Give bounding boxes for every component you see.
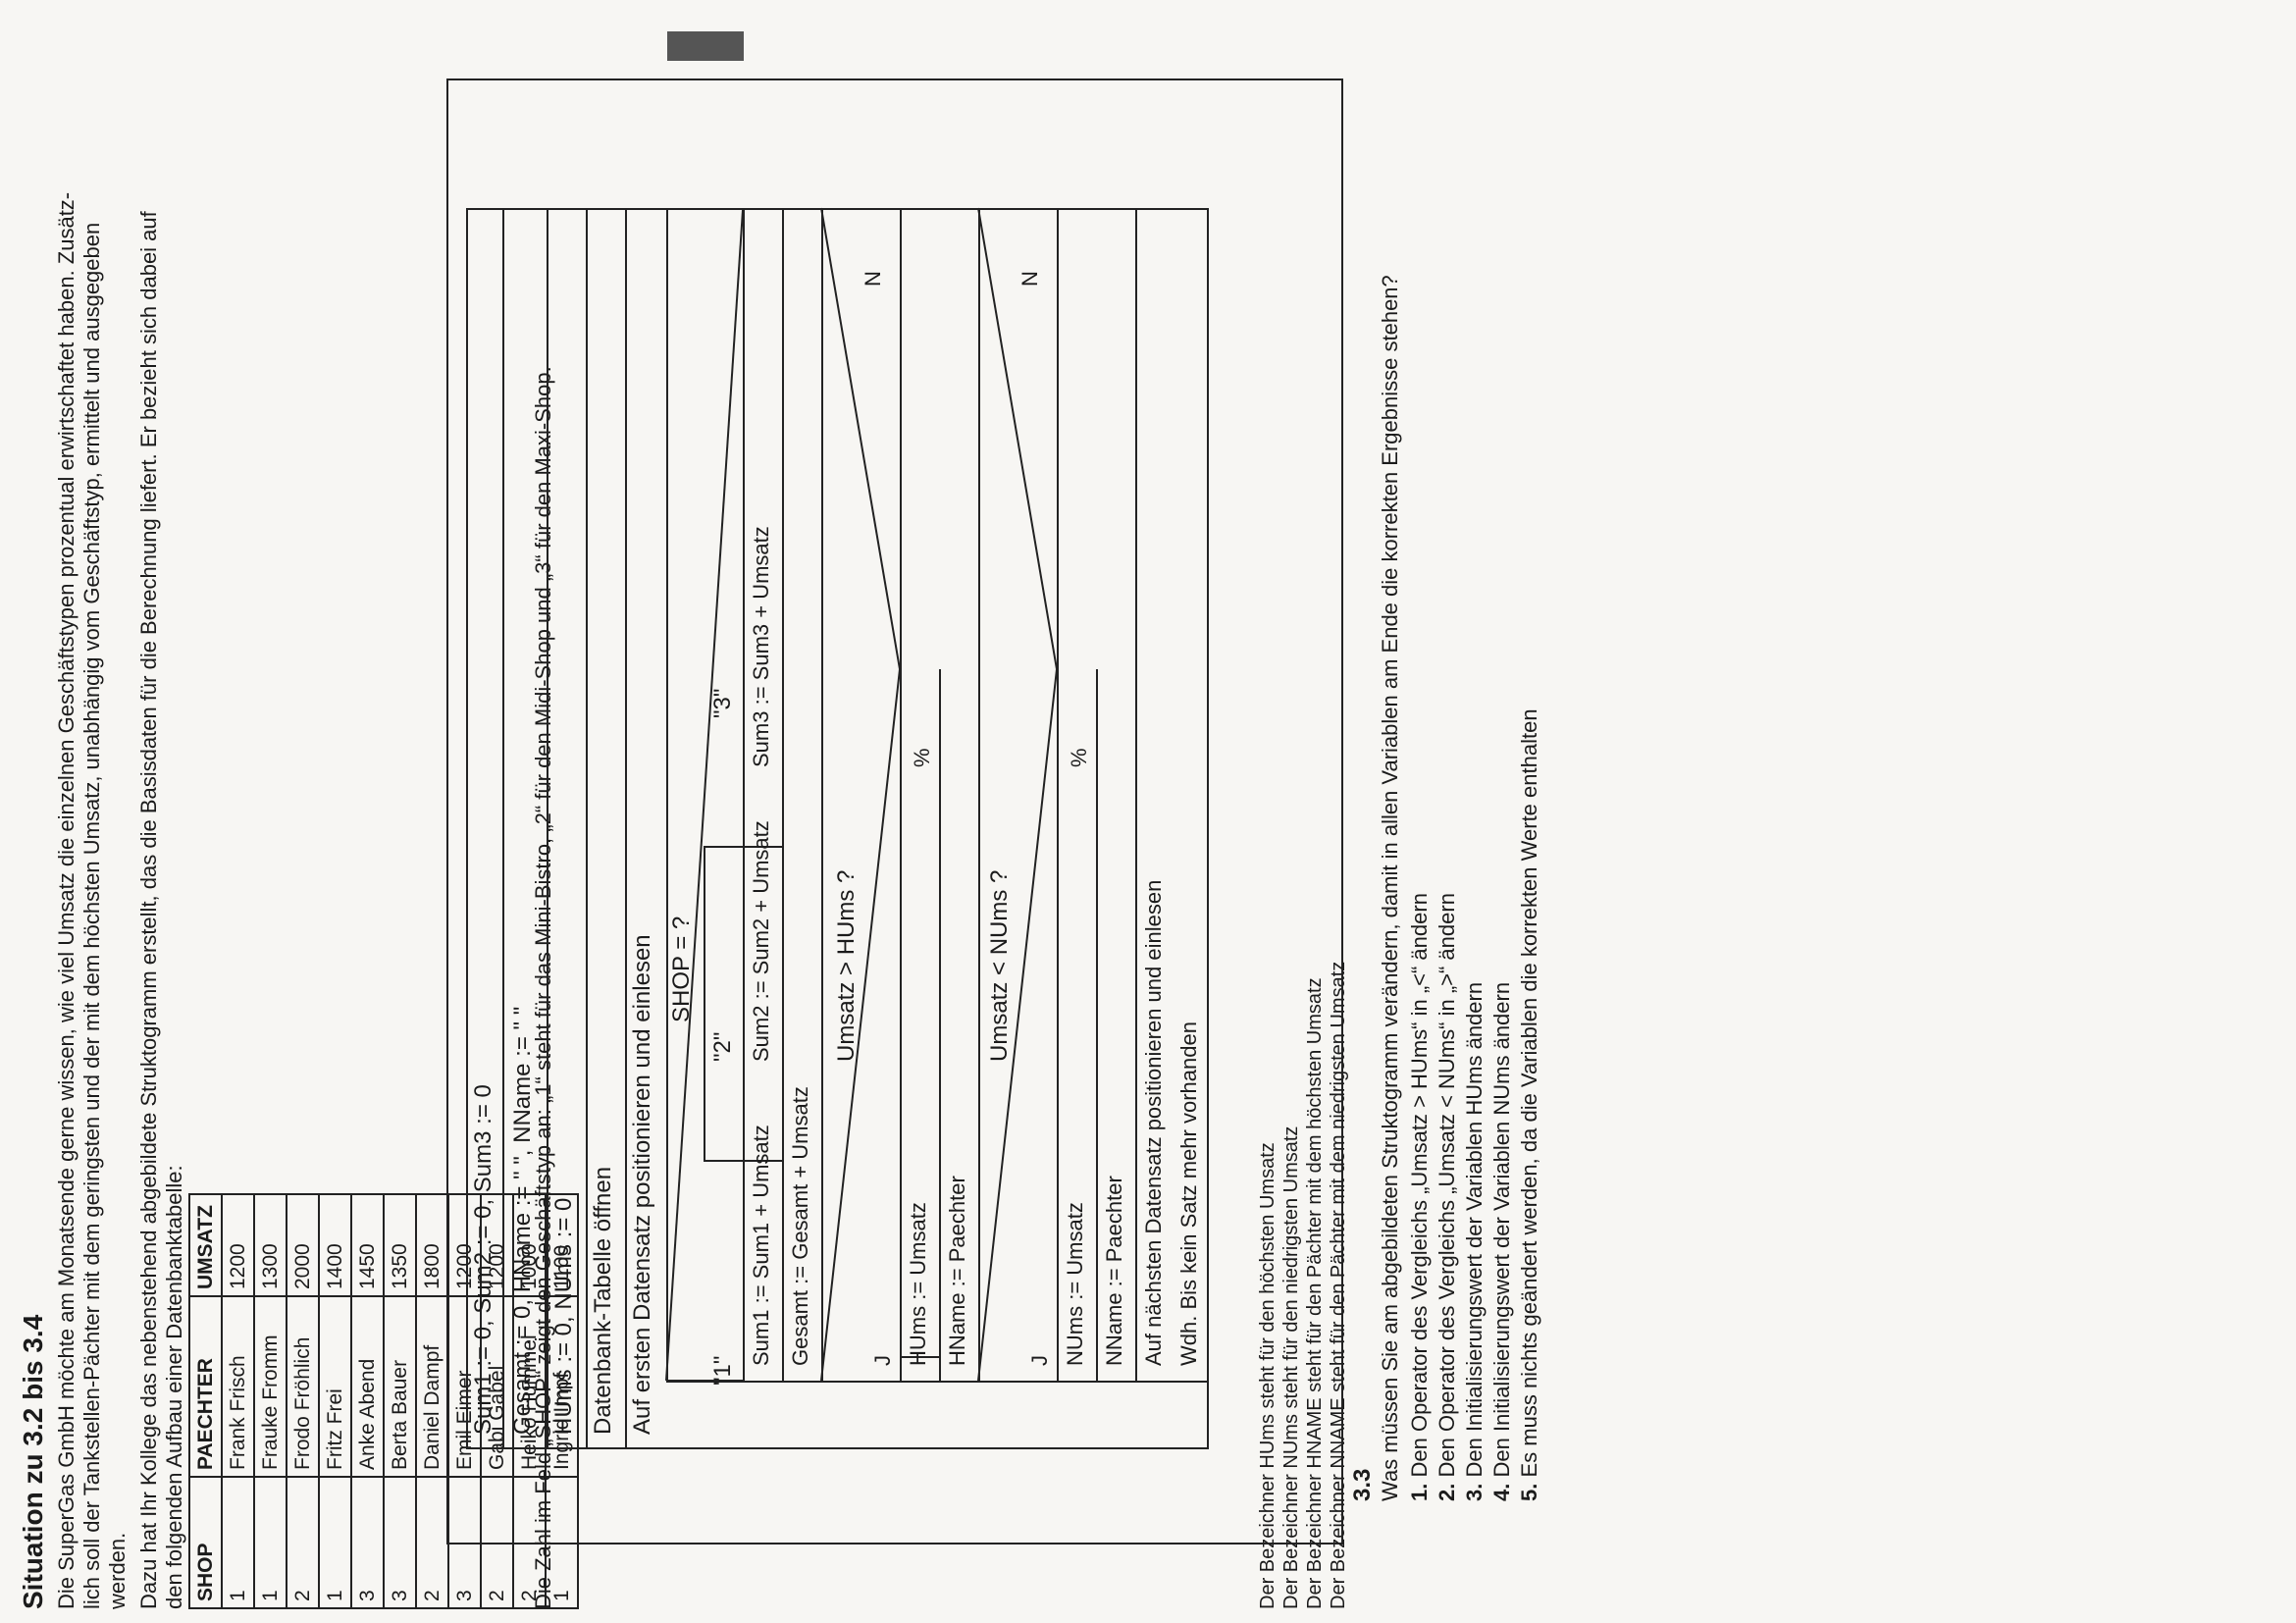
intro-line-2: lich soll der Tankstellen-Pächter mit de… bbox=[79, 222, 104, 1609]
col-umsatz: UMSATZ bbox=[189, 1194, 222, 1296]
cell-paechter: Frodo Fröhlich bbox=[287, 1296, 319, 1477]
cell-umsatz: 1800 bbox=[416, 1194, 448, 1296]
task-option-number: 1. bbox=[1407, 1483, 1432, 1501]
task-option-text: Den Operator des Vergleichs „Umsatz > HU… bbox=[1407, 893, 1432, 1478]
context-line-2: den folgenden Aufbau einer Datenbanktabe… bbox=[162, 1165, 186, 1609]
cell-shop: 2 bbox=[416, 1477, 448, 1608]
cell-shop: 3 bbox=[384, 1477, 416, 1608]
col-paechter: PAECHTER bbox=[189, 1296, 222, 1477]
task-option[interactable]: 4. Den Initialisierungswert der Variable… bbox=[1488, 982, 1516, 1501]
cell-paechter: Berta Bauer bbox=[384, 1296, 416, 1477]
task-option-text: Den Operator des Vergleichs „Umsatz < NU… bbox=[1435, 893, 1459, 1478]
task-option-number: 2. bbox=[1435, 1483, 1459, 1501]
task-option-number: 4. bbox=[1489, 1483, 1514, 1501]
task-option[interactable]: 2. Den Operator des Vergleichs „Umsatz <… bbox=[1434, 893, 1461, 1501]
cell-umsatz: 1200 bbox=[222, 1194, 254, 1296]
cell-umsatz: 1350 bbox=[384, 1194, 416, 1296]
cell-shop: 1 bbox=[319, 1477, 351, 1608]
task-option-text: Den Initialisierungswert der Variablen H… bbox=[1462, 981, 1487, 1478]
cell-umsatz: 1450 bbox=[351, 1194, 384, 1296]
cell-shop: 3 bbox=[351, 1477, 384, 1608]
task-option-text: Den Initialisierungswert der Variablen N… bbox=[1489, 981, 1514, 1478]
task-question: Was müssen Sie am abgebildeten Struktogr… bbox=[1378, 275, 1402, 1501]
task-option[interactable]: 5. Es muss nichts geändert werden, da di… bbox=[1516, 708, 1543, 1501]
context-line-1: Dazu hat Ihr Kollege das nebenstehend ab… bbox=[136, 211, 161, 1609]
struktogramm-diagonals bbox=[665, 207, 1058, 1382]
intro-line-3: werden. bbox=[105, 1532, 130, 1609]
task-option-number: 5. bbox=[1517, 1483, 1541, 1501]
task-option[interactable]: 1. Den Operator des Vergleichs „Umsatz >… bbox=[1406, 893, 1434, 1501]
intro-line-1: Die SuperGas GmbH möchte am Monatsende g… bbox=[54, 191, 78, 1609]
cell-paechter: Daniel Dampf bbox=[416, 1296, 448, 1477]
table-header-row: SHOP PAECHTER UMSATZ bbox=[189, 1194, 222, 1608]
cell-shop: 1 bbox=[254, 1477, 287, 1608]
cell-shop: 2 bbox=[287, 1477, 319, 1608]
task-option[interactable]: 3. Den Initialisierungswert der Variable… bbox=[1461, 982, 1488, 1501]
col-shop: SHOP bbox=[189, 1477, 222, 1608]
cell-paechter: Frank Frisch bbox=[222, 1296, 254, 1477]
cell-paechter: Anke Abend bbox=[351, 1296, 384, 1477]
page-title: Situation zu 3.2 bis 3.4 bbox=[18, 1314, 48, 1609]
task-option-number: 3. bbox=[1462, 1483, 1487, 1501]
cell-paechter: Fritz Frei bbox=[319, 1296, 351, 1477]
cell-paechter: Frauke Fromm bbox=[254, 1296, 287, 1477]
scan-mark bbox=[667, 31, 744, 61]
cell-umsatz: 1400 bbox=[319, 1194, 351, 1296]
task-option-text: Es muss nichts geändert werden, da die V… bbox=[1517, 708, 1541, 1478]
cell-umsatz: 2000 bbox=[287, 1194, 319, 1296]
task-block: 3.3 Was müssen Sie am abgebildeten Struk… bbox=[1349, 275, 1585, 1501]
cell-umsatz: 1300 bbox=[254, 1194, 287, 1296]
cell-shop: 1 bbox=[222, 1477, 254, 1608]
task-number: 3.3 bbox=[1349, 1468, 1376, 1501]
